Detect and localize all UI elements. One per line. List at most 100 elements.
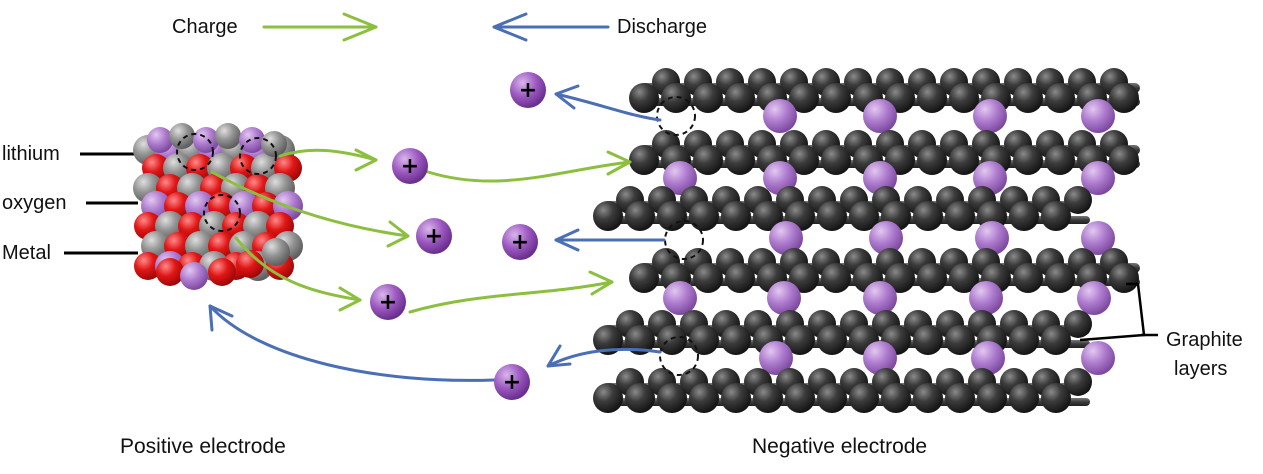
carbon-atom bbox=[1064, 186, 1092, 214]
intercalated-lithium bbox=[663, 281, 697, 315]
lithium-ion: + bbox=[502, 224, 538, 260]
carbon-atom bbox=[625, 383, 655, 413]
carbon-atom bbox=[917, 145, 947, 175]
carbon-atom bbox=[1041, 383, 1071, 413]
oxygen-label: oxygen bbox=[2, 192, 67, 214]
carbon-atom bbox=[725, 145, 755, 175]
intercalated-lithium bbox=[1081, 99, 1115, 133]
carbon-atom bbox=[689, 325, 719, 355]
intercalated-lithium bbox=[1081, 341, 1115, 375]
charge-arrow-5 bbox=[408, 280, 614, 314]
discharge-arrows bbox=[208, 84, 666, 382]
graphite-layer bbox=[593, 310, 1092, 355]
charge-legend-arrow bbox=[262, 12, 378, 42]
intercalated-lithium bbox=[863, 281, 897, 315]
carbon-atom bbox=[1013, 145, 1043, 175]
intercalated-lithium bbox=[759, 341, 793, 375]
negative-electrode-label: Negative electrode bbox=[752, 435, 928, 458]
charge-arrow-1 bbox=[278, 148, 378, 162]
lithium-atom bbox=[147, 127, 173, 153]
ion-charge-sign: + bbox=[401, 154, 419, 179]
carbon-atom bbox=[949, 263, 979, 293]
carbon-atom bbox=[725, 263, 755, 293]
metal-label: Metal bbox=[2, 242, 51, 264]
oxygen-atom bbox=[134, 252, 162, 280]
graphite-layer bbox=[593, 186, 1092, 231]
charge-arrow-4 bbox=[426, 160, 632, 183]
carbon-atom bbox=[821, 83, 851, 113]
carbon-atom bbox=[625, 325, 655, 355]
intercalated-lithium bbox=[863, 99, 897, 133]
carbon-atom bbox=[913, 325, 943, 355]
carbon-atom bbox=[885, 263, 915, 293]
carbon-atom bbox=[821, 263, 851, 293]
charge-arrows bbox=[210, 148, 632, 314]
vacancy-circles bbox=[176, 96, 704, 376]
carbon-atom bbox=[789, 263, 819, 293]
carbon-atom bbox=[917, 263, 947, 293]
lithium-atom bbox=[180, 262, 208, 290]
carbon-atom bbox=[849, 201, 879, 231]
carbon-atom bbox=[785, 325, 815, 355]
lithium-ion: + bbox=[392, 148, 428, 184]
carbon-atom bbox=[753, 383, 783, 413]
lithium-ion: + bbox=[416, 218, 452, 254]
intercalated-lithium bbox=[973, 99, 1007, 133]
metal-atom bbox=[261, 131, 287, 157]
metal-atom bbox=[262, 238, 290, 266]
intercalated-lithium bbox=[663, 161, 697, 195]
carbon-atom bbox=[881, 383, 911, 413]
lithium-atom bbox=[239, 127, 265, 153]
positive-electrode-label: Positive electrode bbox=[120, 435, 286, 458]
discharge-arrow-4 bbox=[208, 304, 496, 382]
oxygen-atom bbox=[236, 250, 264, 278]
carbon-atom bbox=[657, 325, 687, 355]
carbon-atom bbox=[593, 325, 623, 355]
intercalated-lithium bbox=[1081, 221, 1115, 255]
oxygen-atom bbox=[208, 258, 236, 286]
discharge-arrow-3 bbox=[546, 347, 662, 368]
carbon-atom bbox=[849, 383, 879, 413]
charge-arrow-3 bbox=[234, 236, 362, 302]
carbon-atom bbox=[945, 383, 975, 413]
ion-charge-sign: + bbox=[425, 224, 443, 249]
lithium-ion: + bbox=[370, 284, 406, 320]
lithium-label: lithium bbox=[2, 143, 60, 165]
carbon-atom bbox=[913, 201, 943, 231]
ion-charge-sign: + bbox=[519, 78, 537, 103]
graphite-layer bbox=[629, 130, 1140, 175]
graphite-layer bbox=[593, 368, 1092, 413]
carbon-atom bbox=[977, 383, 1007, 413]
discharge-arrow-1 bbox=[554, 92, 662, 122]
carbon-atom bbox=[693, 145, 723, 175]
intercalated-lithium bbox=[767, 281, 801, 315]
carbon-atom bbox=[945, 325, 975, 355]
intercalated-lithium bbox=[763, 99, 797, 133]
intercalated-lithium bbox=[975, 221, 1009, 255]
label-leader-lines bbox=[64, 152, 138, 255]
graphite-layers-bracket bbox=[1079, 282, 1146, 342]
carbon-atom bbox=[1013, 263, 1043, 293]
carbon-atom bbox=[1109, 83, 1139, 113]
carbon-atom bbox=[917, 83, 947, 113]
intercalated-lithium bbox=[1077, 281, 1111, 315]
carbon-atom bbox=[1109, 263, 1139, 293]
ion-charge-sign: + bbox=[511, 230, 529, 255]
lithium-ions: + + + + + + bbox=[370, 72, 546, 400]
carbon-atom bbox=[789, 83, 819, 113]
carbon-atom bbox=[721, 325, 751, 355]
intercalated-lithium bbox=[863, 341, 897, 375]
carbon-atom bbox=[1041, 325, 1071, 355]
positive-electrode-crystal bbox=[133, 123, 303, 290]
oxygen-atom bbox=[156, 258, 184, 286]
intercalated-lithium bbox=[869, 221, 903, 255]
lithium-ion: + bbox=[494, 364, 530, 400]
discharge-legend-label: Discharge bbox=[617, 16, 708, 38]
carbon-atom bbox=[1045, 263, 1075, 293]
carbon-atom bbox=[593, 201, 623, 231]
carbon-atom bbox=[1045, 145, 1075, 175]
carbon-atom bbox=[1013, 83, 1043, 113]
graphite-layer bbox=[629, 68, 1140, 113]
carbon-atom bbox=[657, 201, 687, 231]
